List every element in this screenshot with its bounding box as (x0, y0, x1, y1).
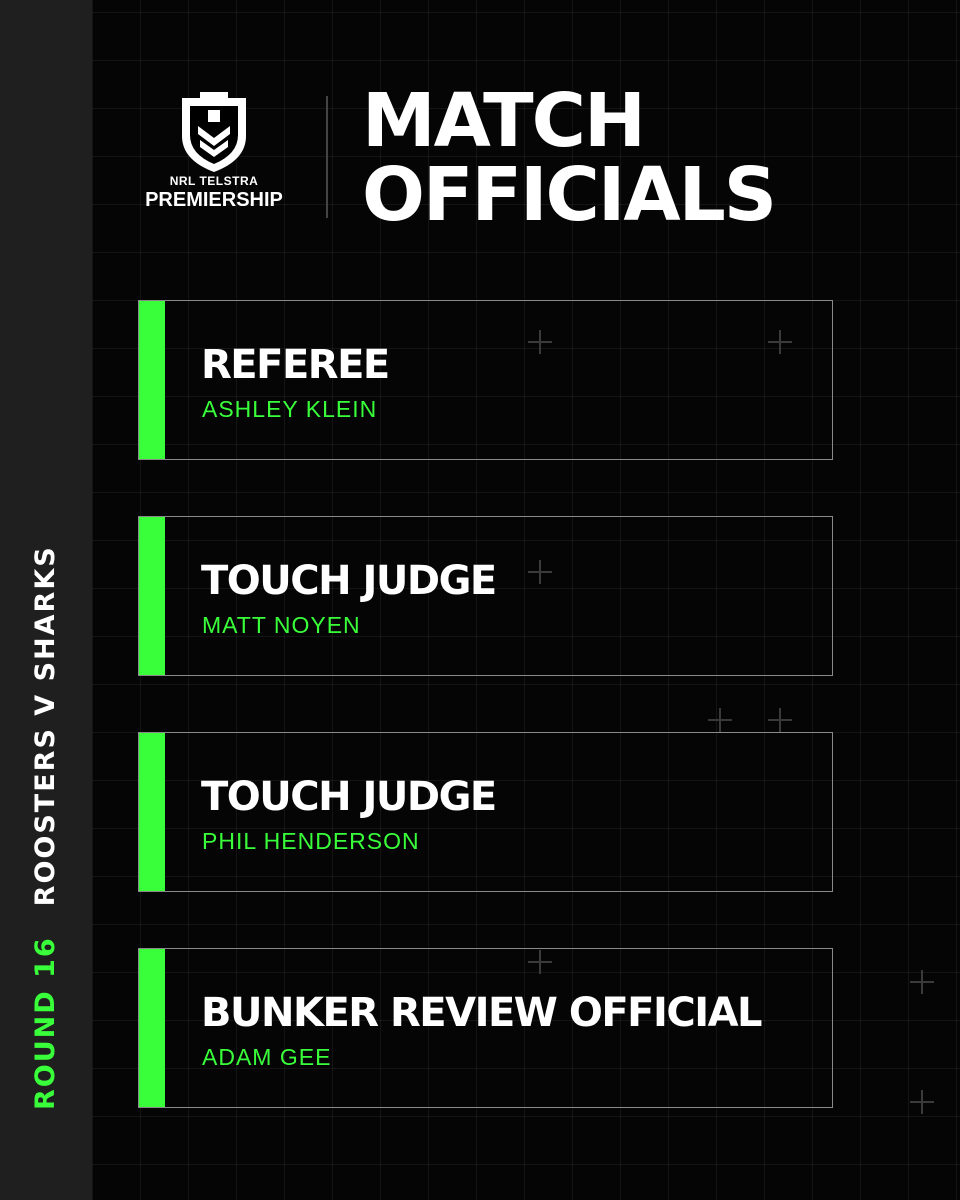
plus-marker (910, 970, 934, 994)
logo-line1: NRL TELSTRA (169, 174, 259, 188)
logo-line2: PREMIERSHIP (145, 189, 283, 211)
official-role: TOUCH JUDGE (201, 774, 497, 820)
plus-marker (910, 1090, 934, 1114)
plus-marker (528, 560, 552, 584)
nrl-premiership-logo: NRL TELSTRA PREMIERSHIP (138, 92, 290, 222)
official-role: TOUCH JUDGE (201, 558, 497, 604)
official-card: REFEREE ASHLEY KLEIN (138, 300, 833, 460)
official-card: TOUCH JUDGE PHIL HENDERSON (138, 732, 833, 892)
official-name: MATT NOYEN (202, 612, 361, 638)
official-role: BUNKER REVIEW OFFICIAL (201, 990, 763, 1036)
sidebar-text: ROUND 16 ROOSTERS V SHARKS (29, 545, 63, 1110)
plus-marker (768, 708, 792, 732)
header-divider (326, 96, 328, 218)
card-accent (139, 733, 165, 891)
official-name: ASHLEY KLEIN (202, 396, 378, 422)
round-label: ROUND 16 (30, 936, 61, 1110)
official-card: TOUCH JUDGE MATT NOYEN (138, 516, 833, 676)
title-line1: MATCH (362, 78, 646, 164)
sidebar: ROUND 16 ROOSTERS V SHARKS (0, 0, 92, 1200)
plus-marker (768, 330, 792, 354)
official-name: ADAM GEE (202, 1044, 332, 1070)
page-title: MATCH OFFICIALS (362, 78, 777, 238)
title-line2: OFFICIALS (362, 152, 777, 238)
official-card: BUNKER REVIEW OFFICIAL ADAM GEE (138, 948, 833, 1108)
official-name: PHIL HENDERSON (202, 828, 420, 854)
card-accent (139, 301, 165, 459)
plus-marker (528, 950, 552, 974)
nrl-shield-icon (182, 92, 246, 172)
match-label: ROOSTERS V SHARKS (30, 545, 61, 907)
plus-marker (528, 330, 552, 354)
card-accent (139, 517, 165, 675)
card-accent (139, 949, 165, 1107)
plus-marker (708, 708, 732, 732)
main-panel (92, 0, 960, 1200)
official-role: REFEREE (201, 342, 390, 388)
